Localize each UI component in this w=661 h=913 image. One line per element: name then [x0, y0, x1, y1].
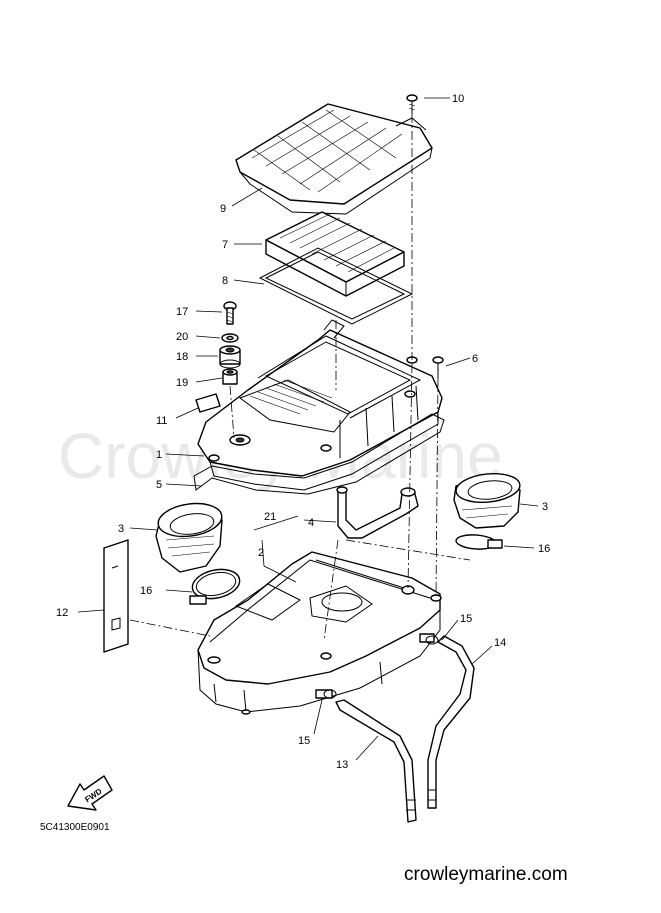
callout-3-right[interactable]: 3 [542, 501, 548, 513]
callout-14[interactable]: 14 [494, 637, 506, 649]
part-4-hose[interactable] [336, 486, 419, 539]
part-7-filter[interactable] [265, 211, 405, 297]
part-15-fitting-left[interactable] [315, 689, 337, 699]
callout-2[interactable]: 2 [258, 547, 264, 559]
part-18-grommet[interactable] [219, 345, 241, 369]
part-3-right-funnel[interactable] [453, 471, 521, 529]
callout-20[interactable]: 20 [176, 331, 188, 343]
callout-1[interactable]: 1 [156, 449, 162, 461]
callout-3-left[interactable]: 3 [118, 523, 124, 535]
part-20-washer[interactable] [221, 333, 239, 343]
callout-15-left[interactable]: 15 [298, 735, 310, 747]
callout-18[interactable]: 18 [176, 351, 188, 363]
part-13-hose[interactable] [335, 699, 417, 823]
part-2-case-lower[interactable] [197, 551, 442, 715]
part-17-bolt[interactable] [223, 301, 237, 325]
callout-6[interactable]: 6 [472, 353, 478, 365]
part-1-case-upper[interactable] [197, 319, 443, 491]
callout-10[interactable]: 10 [452, 93, 464, 105]
site-url[interactable]: crowleymarine.com [404, 864, 568, 885]
callout-12[interactable]: 12 [56, 607, 68, 619]
part-12-sheet[interactable] [103, 539, 129, 653]
callout-7[interactable]: 7 [222, 239, 228, 251]
part-6-screw[interactable] [432, 356, 444, 378]
part-19-collar[interactable] [222, 368, 238, 385]
callout-4[interactable]: 4 [308, 517, 314, 529]
part-3-left-funnel[interactable] [155, 500, 224, 573]
part-16-right-clamp[interactable] [455, 534, 503, 551]
part-16-left-clamp[interactable] [189, 565, 243, 605]
callout-21[interactable]: 21 [264, 511, 276, 523]
part-8-gasket[interactable] [258, 247, 414, 325]
callout-5[interactable]: 5 [156, 479, 162, 491]
part-15-fitting-right[interactable] [419, 633, 439, 645]
callout-17[interactable]: 17 [176, 306, 188, 318]
callout-13[interactable]: 13 [336, 759, 348, 771]
leader-lines [77, 97, 539, 761]
callout-19[interactable]: 19 [176, 377, 188, 389]
diagram-code: 5C41300E0901 [40, 822, 110, 833]
callouts: 10 9 7 8 17 20 18 19 6 11 1 5 3 21 4 3 2… [56, 93, 550, 771]
part-11-label[interactable] [195, 393, 221, 413]
callout-9[interactable]: 9 [220, 203, 226, 215]
callout-11[interactable]: 11 [156, 415, 167, 427]
part-9-cover[interactable] [235, 103, 433, 215]
callout-15-right[interactable]: 15 [460, 613, 472, 625]
callout-8[interactable]: 8 [222, 275, 228, 287]
part-14-hose[interactable] [427, 635, 475, 809]
alignment-lines [129, 114, 471, 641]
part-10-screw[interactable] [406, 94, 418, 114]
callout-16-left[interactable]: 16 [140, 585, 152, 597]
fwd-arrow-icon: FWD [67, 775, 113, 811]
callout-16-right[interactable]: 16 [538, 543, 550, 555]
